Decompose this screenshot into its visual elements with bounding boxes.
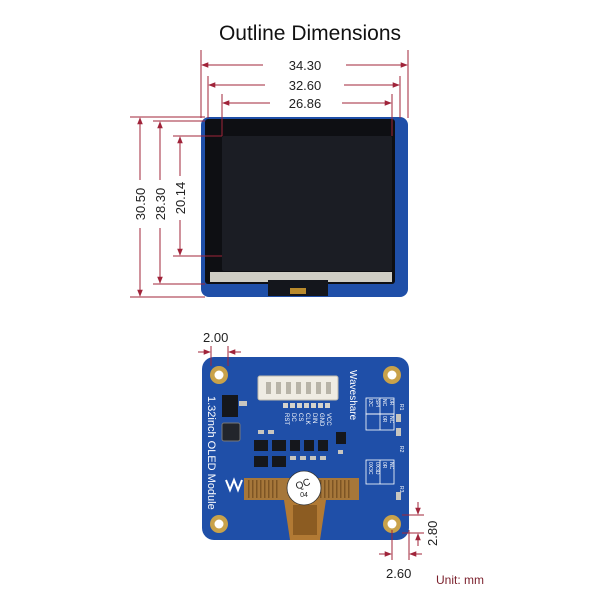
address-select-table: 0X3C 0X3D 0R NC <box>365 459 395 485</box>
addr-0x3d: 0X3D <box>374 462 380 475</box>
dim-height-inner: 20.14 <box>173 182 188 215</box>
dim-height-mid: 28.30 <box>153 188 168 221</box>
ic-chip <box>272 456 286 467</box>
qc-number: 04 <box>300 492 308 499</box>
resistor-r3 <box>396 492 401 500</box>
fpc-connector <box>290 288 306 294</box>
unit-label: Unit: mm <box>436 573 484 587</box>
connector-pins <box>266 382 331 394</box>
pin-label-din: DIN <box>311 413 317 423</box>
dim-width-inner: 26.86 <box>289 96 322 111</box>
pin-label-clk: CLK <box>304 413 310 425</box>
addr-0x3c: 0X3C <box>367 462 373 475</box>
ic-chip <box>254 456 268 467</box>
sel-nc: NC <box>381 399 387 407</box>
fpc-cable-fold <box>293 505 317 535</box>
sel-i2c: I2C <box>367 399 373 407</box>
addr-nc: NC <box>388 462 394 470</box>
pin-label-dc: DC <box>290 413 296 422</box>
interface-select-table: I2C SPI NC 0R 0R NC <box>365 397 395 431</box>
pin-label-gnd: GND <box>318 413 324 427</box>
fpc-stripes <box>248 480 350 498</box>
label-r2: R2 <box>398 446 404 453</box>
ic-regulator <box>222 395 238 417</box>
qc-sticker: QC 04 <box>286 470 322 506</box>
passive-components <box>258 430 343 460</box>
label-r3: R3 <box>398 486 404 493</box>
dim-hole-bottom: 2.60 <box>386 566 411 581</box>
dim-hole-top: 2.00 <box>203 330 228 345</box>
ic-chip <box>336 432 346 444</box>
dim-width-mid: 32.60 <box>289 78 322 93</box>
smd-component <box>239 401 247 406</box>
pin-label-vcc: VCC <box>325 413 331 426</box>
brand-label: Waveshare <box>347 370 358 421</box>
oled-screen <box>222 136 392 271</box>
sel-nc-2: NC <box>388 416 394 424</box>
ic-chip <box>272 440 286 451</box>
pin-label-cs: CS <box>297 413 303 421</box>
mounting-hole-top-left <box>210 366 228 384</box>
addr-0r: 0R <box>381 462 387 469</box>
ic-chip <box>254 440 268 451</box>
resistor-r1 <box>396 414 401 422</box>
sel-spi: SPI <box>374 399 380 407</box>
front-view: 34.30 32.60 26.86 30.50 28.30 20.14 <box>130 50 409 298</box>
mounting-hole-bottom-right <box>383 515 401 533</box>
back-view: VCC GND DIN CLK CS DC RST Waveshare 1.32… <box>198 330 440 581</box>
ic-chip <box>304 440 314 451</box>
sel-0r: 0R <box>388 399 394 406</box>
inductor <box>221 422 241 442</box>
ic-chip <box>290 440 300 451</box>
label-r1: R1 <box>398 404 404 411</box>
pin-label-rst: RST <box>283 413 289 425</box>
module-name-label: 1.32inch OLED Module <box>205 396 217 510</box>
waveshare-logo-icon <box>225 477 243 493</box>
page-title: Outline Dimensions <box>218 22 402 45</box>
sel-0r-2: 0R <box>381 416 387 423</box>
ic-chip <box>318 440 328 451</box>
mounting-hole-bottom-left <box>210 515 228 533</box>
dim-height-outer: 30.50 <box>133 188 148 221</box>
glass-strip <box>210 272 392 282</box>
mounting-hole-top-right <box>383 366 401 384</box>
dim-width-outer: 34.30 <box>289 58 322 73</box>
qc-label: QC <box>294 477 312 492</box>
resistor-r2 <box>396 428 401 436</box>
dim-hole-right: 2.80 <box>425 521 440 546</box>
pin-pads <box>283 403 330 408</box>
